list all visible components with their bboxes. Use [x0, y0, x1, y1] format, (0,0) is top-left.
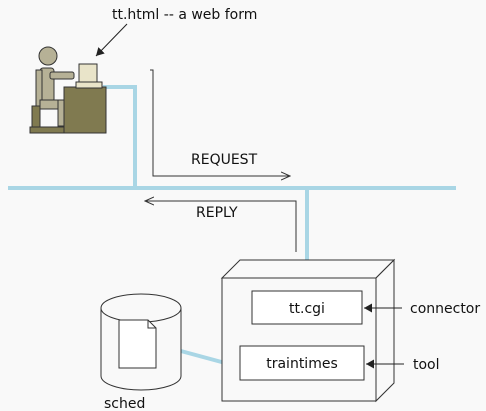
tt-cgi-label: tt.cgi [289, 301, 325, 317]
request-label: REQUEST [191, 152, 258, 168]
reply-arrow [145, 201, 297, 252]
sched-database-icon [100, 293, 182, 391]
reply-label: REPLY [196, 205, 238, 221]
user-at-computer-icon [29, 46, 107, 134]
tt-cgi-box [251, 290, 363, 325]
traintimes-label: traintimes [266, 356, 338, 372]
traintimes-box [239, 345, 365, 381]
request-arrow [150, 69, 290, 176]
connector-label: connector [410, 301, 480, 317]
client-network-link [103, 85, 137, 188]
tool-label: tool [413, 357, 440, 373]
caption-pointer-arrow [95, 23, 128, 57]
form-caption: tt.html -- a web form [112, 7, 257, 23]
sched-label: sched [104, 396, 145, 411]
